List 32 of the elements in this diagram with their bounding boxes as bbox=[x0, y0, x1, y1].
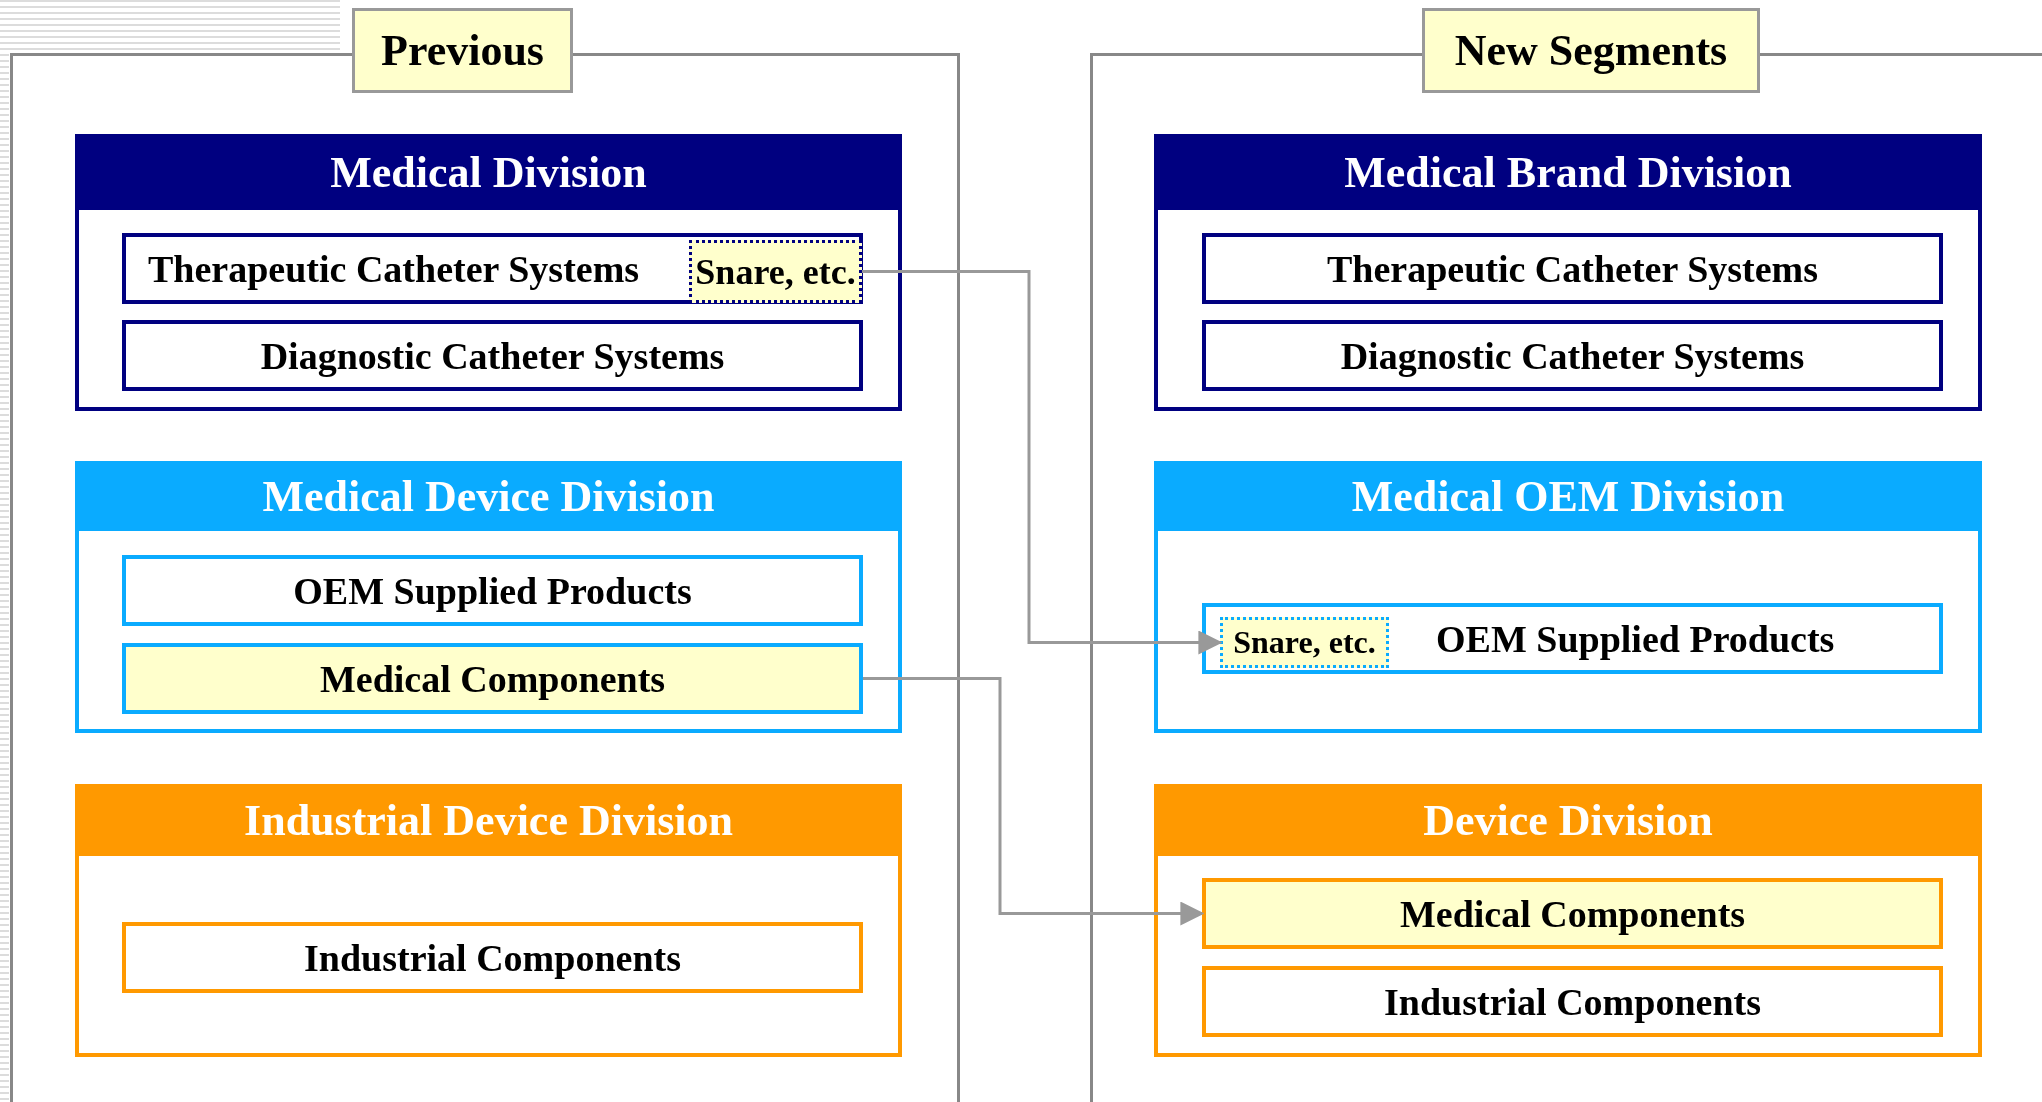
product-label: Diagnostic Catheter Systems bbox=[1339, 333, 1806, 379]
panel-title-tab: New Segments bbox=[1422, 8, 1760, 93]
product-label: OEM Supplied Products bbox=[292, 568, 693, 614]
division-box bbox=[75, 134, 902, 411]
product-box bbox=[1202, 233, 1943, 304]
highlight-tag: Snare, etc. bbox=[689, 240, 862, 303]
product-box bbox=[1202, 966, 1943, 1037]
product-label: Industrial Components bbox=[303, 935, 682, 981]
product-box bbox=[1202, 603, 1943, 674]
product-label: Medical Components bbox=[1398, 891, 1747, 937]
product-label: Therapeutic Catheter Systems bbox=[148, 246, 640, 292]
product-box bbox=[1202, 878, 1943, 949]
product-box bbox=[122, 233, 863, 304]
product-box bbox=[122, 922, 863, 993]
product-label: Diagnostic Catheter Systems bbox=[259, 333, 726, 379]
division-box bbox=[1154, 784, 1982, 1057]
division-box bbox=[1154, 134, 1982, 411]
division-box bbox=[75, 461, 902, 733]
product-box bbox=[1202, 320, 1943, 391]
product-label: Industrial Components bbox=[1383, 979, 1762, 1025]
connector-arrow bbox=[862, 270, 1223, 655]
division-box bbox=[75, 784, 902, 1057]
panel-title-tab: Previous bbox=[352, 8, 573, 93]
division-box bbox=[1154, 461, 1982, 733]
highlight-tag: Snare, etc. bbox=[1220, 617, 1389, 668]
product-box bbox=[122, 320, 863, 391]
product-label: Medical Components bbox=[318, 656, 667, 702]
product-box bbox=[122, 643, 863, 714]
product-box bbox=[122, 555, 863, 626]
connector-arrow bbox=[863, 677, 1205, 926]
product-label: OEM Supplied Products bbox=[1436, 616, 1835, 662]
product-label: Therapeutic Catheter Systems bbox=[1325, 246, 1820, 292]
